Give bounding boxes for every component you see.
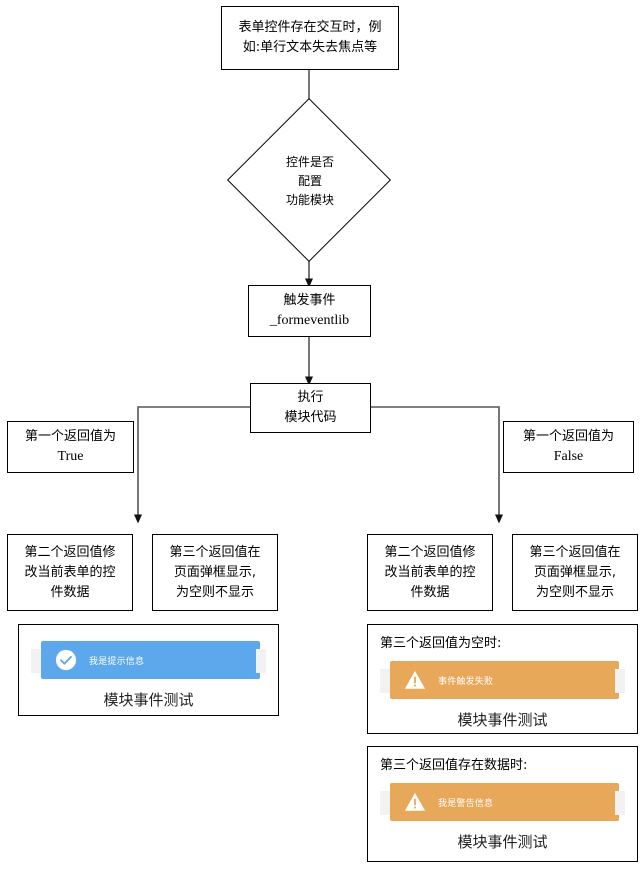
panel-warn-empty: 第三个返回值为空时: 事件触发失败 模块事件测试 (367, 624, 638, 734)
node-decision-label: 控件是否 配置 功能模块 (251, 122, 369, 240)
node-decision-line2: 配置 (297, 173, 322, 188)
panel-warn-data-caption: 第三个返回值存在数据时: (380, 758, 528, 773)
node-true-third-return-line3: 为空则不显示 (175, 584, 254, 600)
node-decision-line3: 功能模块 (285, 192, 334, 207)
warning-triangle-icon (404, 670, 426, 689)
node-execute: 执行 模块代码 (250, 383, 371, 433)
toast-info: 我是提示信息 (31, 641, 266, 679)
panel-warn-data: 第三个返回值存在数据时: 我是警告信息 模块事件测试 (367, 746, 638, 862)
node-true-second-return-line2: 改当前表单的控 (24, 564, 116, 580)
node-false-third-return: 第三个返回值在 页面弹框显示, 为空则不显示 (512, 534, 638, 611)
node-decision-line1: 控件是否 (285, 154, 334, 169)
node-false-third-return-line1: 第三个返回值在 (529, 544, 621, 560)
node-true-third-return: 第三个返回值在 页面弹框显示, 为空则不显示 (152, 534, 278, 611)
node-branch-false-line1: 第一个返回值为 (522, 429, 614, 444)
warning-triangle-icon (404, 792, 426, 811)
node-false-second-return-line2: 改当前表单的控 (384, 564, 476, 580)
toast-warn-empty: 事件触发失败 (380, 661, 625, 699)
node-start-line2: 如:单行文本失去焦点等 (242, 40, 378, 55)
node-false-second-return: 第二个返回值修 改当前表单的控 件数据 (367, 534, 493, 611)
node-true-third-return-line2: 页面弹框显示, (173, 564, 257, 580)
node-branch-true: 第一个返回值为 True (7, 421, 134, 473)
node-branch-false-line2: False (553, 449, 584, 464)
node-false-second-return-line1: 第二个返回值修 (384, 544, 476, 560)
node-true-third-return-line1: 第三个返回值在 (169, 544, 261, 560)
toast-edge-right (256, 649, 266, 673)
node-execute-line2: 模块代码 (284, 410, 337, 425)
check-circle-icon (55, 649, 77, 671)
toast-edge-left (380, 669, 390, 693)
toast-edge-right (615, 669, 625, 693)
wire-execute-to-left (134, 406, 250, 524)
node-execute-line1: 执行 (297, 390, 324, 405)
toast-edge-left (31, 649, 41, 673)
node-trigger-line2: _formeventlib (269, 313, 350, 328)
node-false-third-return-line2: 页面弹框显示, (533, 564, 617, 580)
node-trigger: 触发事件 _formeventlib (248, 285, 371, 337)
node-branch-true-line2: True (57, 449, 84, 464)
node-start: 表单控件存在交互时，例 如:单行文本失去焦点等 (221, 6, 399, 70)
toast-info-text: 我是提示信息 (89, 656, 145, 667)
toast-edge-left (380, 791, 390, 815)
node-branch-true-line1: 第一个返回值为 (24, 429, 116, 444)
toast-warn-empty-text: 事件触发失败 (438, 676, 494, 687)
toast-warn-data: 我是警告信息 (380, 783, 625, 821)
panel-warn-data-body: 模块事件测试 (457, 833, 548, 851)
node-true-second-return: 第二个返回值修 改当前表单的控 件数据 (7, 534, 133, 611)
wire-execute-to-right (370, 406, 503, 524)
node-branch-false: 第一个返回值为 False (503, 421, 634, 473)
toast-warn-data-text: 我是警告信息 (438, 798, 494, 809)
panel-warn-empty-body: 模块事件测试 (457, 711, 548, 729)
node-start-line1: 表单控件存在交互时，例 (238, 20, 382, 35)
toast-edge-right (615, 791, 625, 815)
node-trigger-line1: 触发事件 (283, 293, 336, 308)
node-false-third-return-line3: 为空则不显示 (535, 584, 614, 600)
panel-success-body: 模块事件测试 (103, 691, 194, 709)
panel-warn-empty-caption: 第三个返回值为空时: (380, 636, 502, 651)
node-false-second-return-line3: 件数据 (410, 584, 450, 600)
node-true-second-return-line3: 件数据 (50, 584, 90, 600)
node-true-second-return-line1: 第二个返回值修 (24, 544, 116, 560)
panel-success-toast: 我是提示信息 模块事件测试 (18, 624, 279, 716)
